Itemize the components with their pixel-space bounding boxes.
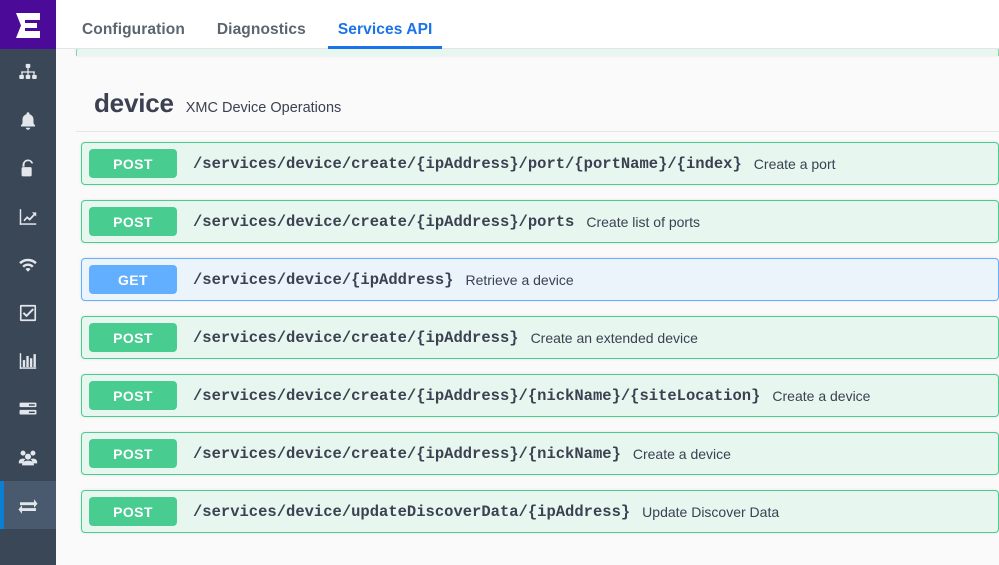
sidebar-item-reports[interactable] bbox=[0, 337, 56, 385]
services-api-content: device XMC Device Operations POST /servi… bbox=[56, 49, 999, 565]
operation-summary: Create list of ports bbox=[586, 214, 700, 230]
method-badge-post: POST bbox=[89, 439, 177, 468]
sidebar-item-analytics[interactable] bbox=[0, 193, 56, 241]
trend-chart-icon bbox=[17, 206, 39, 228]
sidebar-item-wireless[interactable] bbox=[0, 241, 56, 289]
main-area: Configuration Diagnostics Services API d… bbox=[56, 0, 999, 565]
operation-row[interactable]: POST /services/device/create/{ipAddress}… bbox=[81, 432, 999, 475]
operation-path: /services/device/create/{ipAddress}/{nic… bbox=[193, 445, 621, 463]
operation-path: /services/device/{ipAddress} bbox=[193, 271, 453, 289]
list-rows-icon bbox=[17, 398, 39, 420]
extreme-networks-logo[interactable] bbox=[0, 0, 56, 49]
method-badge-post: POST bbox=[89, 207, 177, 236]
api-group-header: device XMC Device Operations bbox=[76, 58, 999, 131]
operation-path: /services/device/create/{ipAddress}/{nic… bbox=[193, 387, 760, 405]
operation-path: /services/device/create/{ipAddress}/port… bbox=[193, 155, 742, 173]
operation-summary: Create an extended device bbox=[531, 330, 698, 346]
wifi-icon bbox=[17, 254, 39, 276]
exchange-arrows-icon bbox=[16, 493, 40, 517]
tab-services-api[interactable]: Services API bbox=[328, 21, 443, 48]
tab-configuration[interactable]: Configuration bbox=[72, 21, 195, 48]
operation-row[interactable]: POST /services/device/create/{ipAddress}… bbox=[81, 316, 999, 359]
users-group-icon bbox=[17, 446, 39, 468]
operation-path: /services/device/create/{ipAddress} bbox=[193, 329, 519, 347]
operation-row[interactable]: POST /services/device/create/{ipAddress}… bbox=[81, 200, 999, 243]
operation-path: /services/device/updateDiscoverData/{ipA… bbox=[193, 503, 630, 521]
tab-diagnostics[interactable]: Diagnostics bbox=[207, 21, 316, 48]
operation-summary: Create a device bbox=[633, 446, 731, 462]
sidebar-item-tasks[interactable] bbox=[0, 385, 56, 433]
operation-summary: Create a device bbox=[772, 388, 870, 404]
operation-row[interactable]: POST /services/device/updateDiscoverData… bbox=[81, 490, 999, 533]
sidebar-item-alarms[interactable] bbox=[0, 97, 56, 145]
sidebar-item-administration[interactable] bbox=[0, 481, 56, 529]
operation-row[interactable]: POST /services/device/create/{ipAddress}… bbox=[81, 374, 999, 417]
extreme-networks-e-logo-icon bbox=[13, 10, 43, 40]
sidebar-item-control[interactable] bbox=[0, 145, 56, 193]
operation-summary: Create a port bbox=[754, 156, 836, 172]
tab-bar: Configuration Diagnostics Services API bbox=[56, 0, 999, 49]
method-badge-post: POST bbox=[89, 381, 177, 410]
page-title: device bbox=[94, 88, 174, 119]
method-badge-get: GET bbox=[89, 265, 177, 294]
operation-summary: Retrieve a device bbox=[465, 272, 573, 288]
bar-chart-icon bbox=[17, 350, 39, 372]
operation-path: /services/device/create/{ipAddress}/port… bbox=[193, 213, 574, 231]
operation-row-scrolled-offscreen[interactable] bbox=[76, 49, 999, 56]
method-badge-post: POST bbox=[89, 323, 177, 352]
operation-row[interactable]: GET /services/device/{ipAddress} Retriev… bbox=[81, 258, 999, 301]
unlock-icon bbox=[17, 158, 39, 180]
operation-summary: Update Discover Data bbox=[642, 504, 779, 520]
sidebar-item-users[interactable] bbox=[0, 433, 56, 481]
method-badge-post: POST bbox=[89, 497, 177, 526]
checkbox-check-icon bbox=[17, 302, 39, 324]
network-tree-icon bbox=[17, 62, 39, 84]
left-nav-sidebar bbox=[0, 0, 56, 565]
sidebar-item-compliance[interactable] bbox=[0, 289, 56, 337]
bell-icon bbox=[17, 110, 39, 132]
divider bbox=[76, 131, 999, 132]
method-badge-post: POST bbox=[89, 149, 177, 178]
operations-list: POST /services/device/create/{ipAddress}… bbox=[76, 142, 999, 533]
group-description: XMC Device Operations bbox=[186, 100, 342, 116]
operation-row[interactable]: POST /services/device/create/{ipAddress}… bbox=[81, 142, 999, 185]
sidebar-item-network-topology[interactable] bbox=[0, 49, 56, 97]
